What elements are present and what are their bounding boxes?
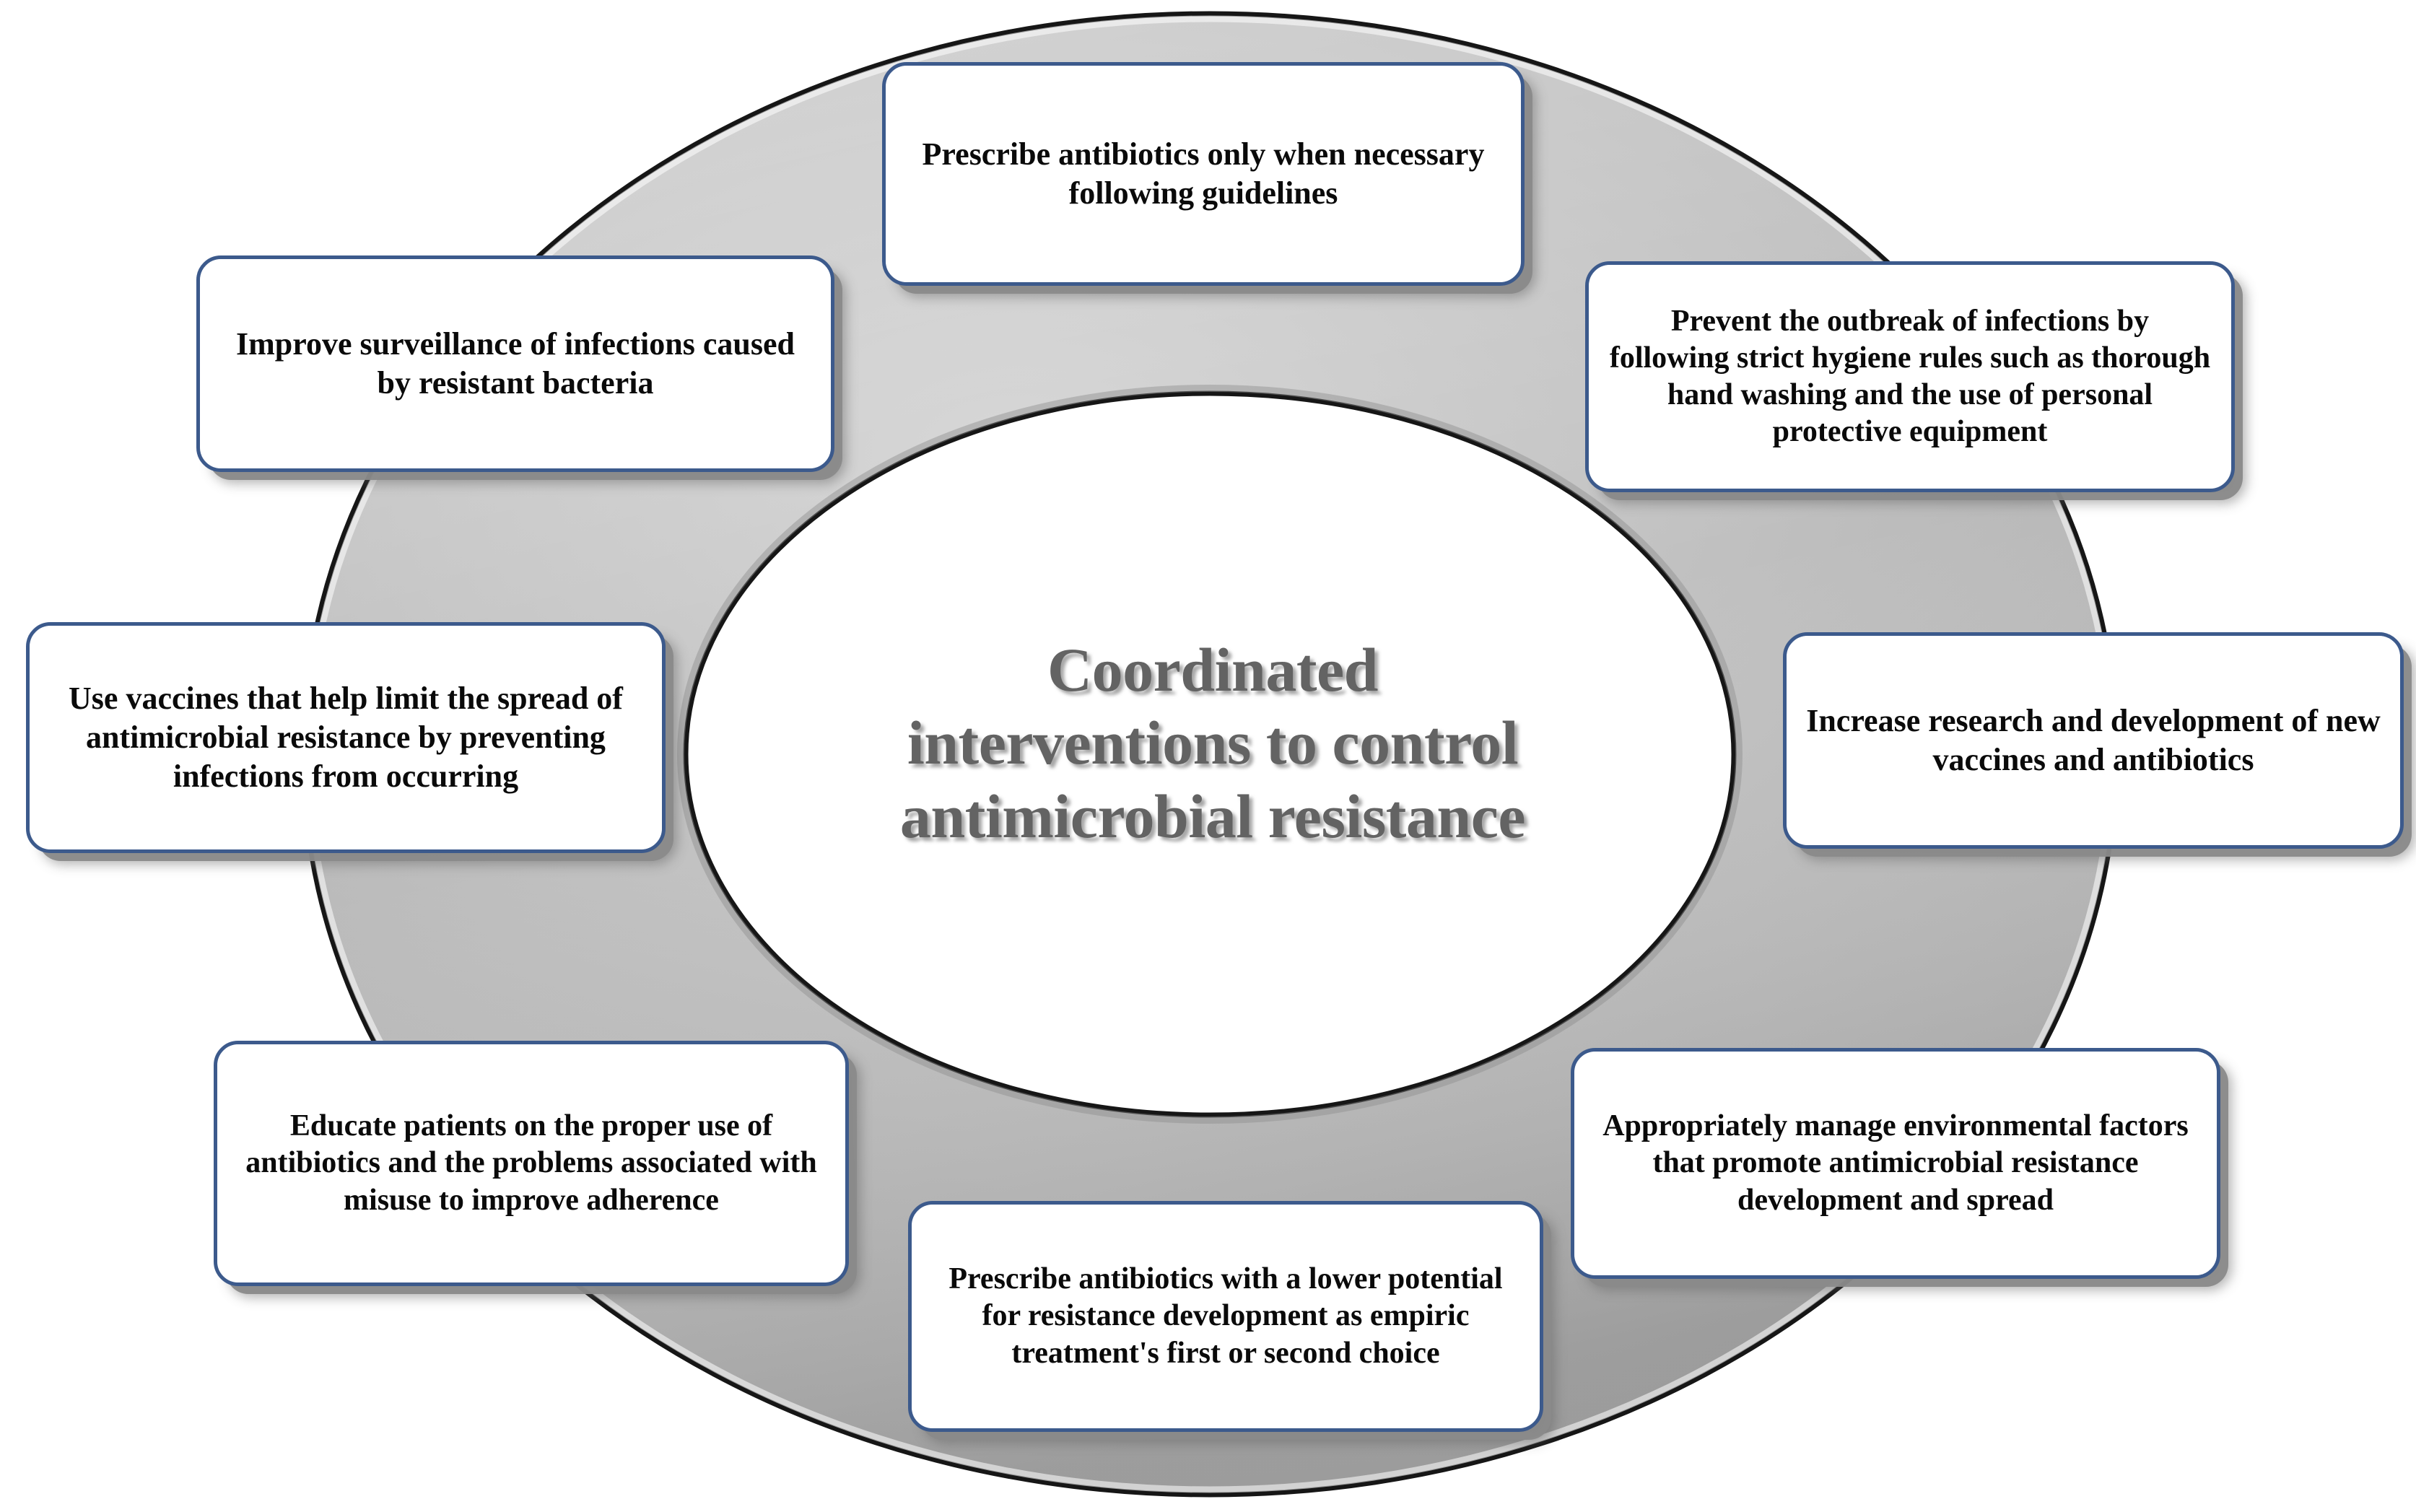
node-label: Prescribe antibiotics with a lower poten… <box>948 1262 1503 1370</box>
node-manage-environmental-factors[interactable]: Appropriately manage environmental facto… <box>1571 1048 2220 1279</box>
node-prescribe-when-necessary[interactable]: Prescribe antibiotics only when necessar… <box>882 62 1525 286</box>
node-use-vaccines[interactable]: Use vaccines that help limit the spread … <box>26 622 666 853</box>
node-label: Increase research and development of new… <box>1806 703 2381 777</box>
node-prescribe-lower-resistance-potential[interactable]: Prescribe antibiotics with a lower poten… <box>908 1201 1543 1432</box>
node-label: Use vaccines that help limit the spread … <box>69 681 623 794</box>
node-improve-surveillance[interactable]: Improve surveillance of infections cause… <box>196 255 834 472</box>
node-increase-research-development[interactable]: Increase research and development of new… <box>1783 632 2404 849</box>
node-label: Improve surveillance of infections cause… <box>235 326 795 401</box>
node-educate-patients[interactable]: Educate patients on the proper use of an… <box>214 1041 849 1286</box>
node-label: Prevent the outbreak of infections by fo… <box>1609 304 2211 449</box>
node-label: Prescribe antibiotics only when necessar… <box>922 136 1485 211</box>
node-label: Appropriately manage environmental facto… <box>1602 1109 2189 1217</box>
node-prevent-outbreak-hygiene[interactable]: Prevent the outbreak of infections by fo… <box>1585 261 2235 492</box>
node-label: Educate patients on the proper use of an… <box>245 1109 817 1217</box>
